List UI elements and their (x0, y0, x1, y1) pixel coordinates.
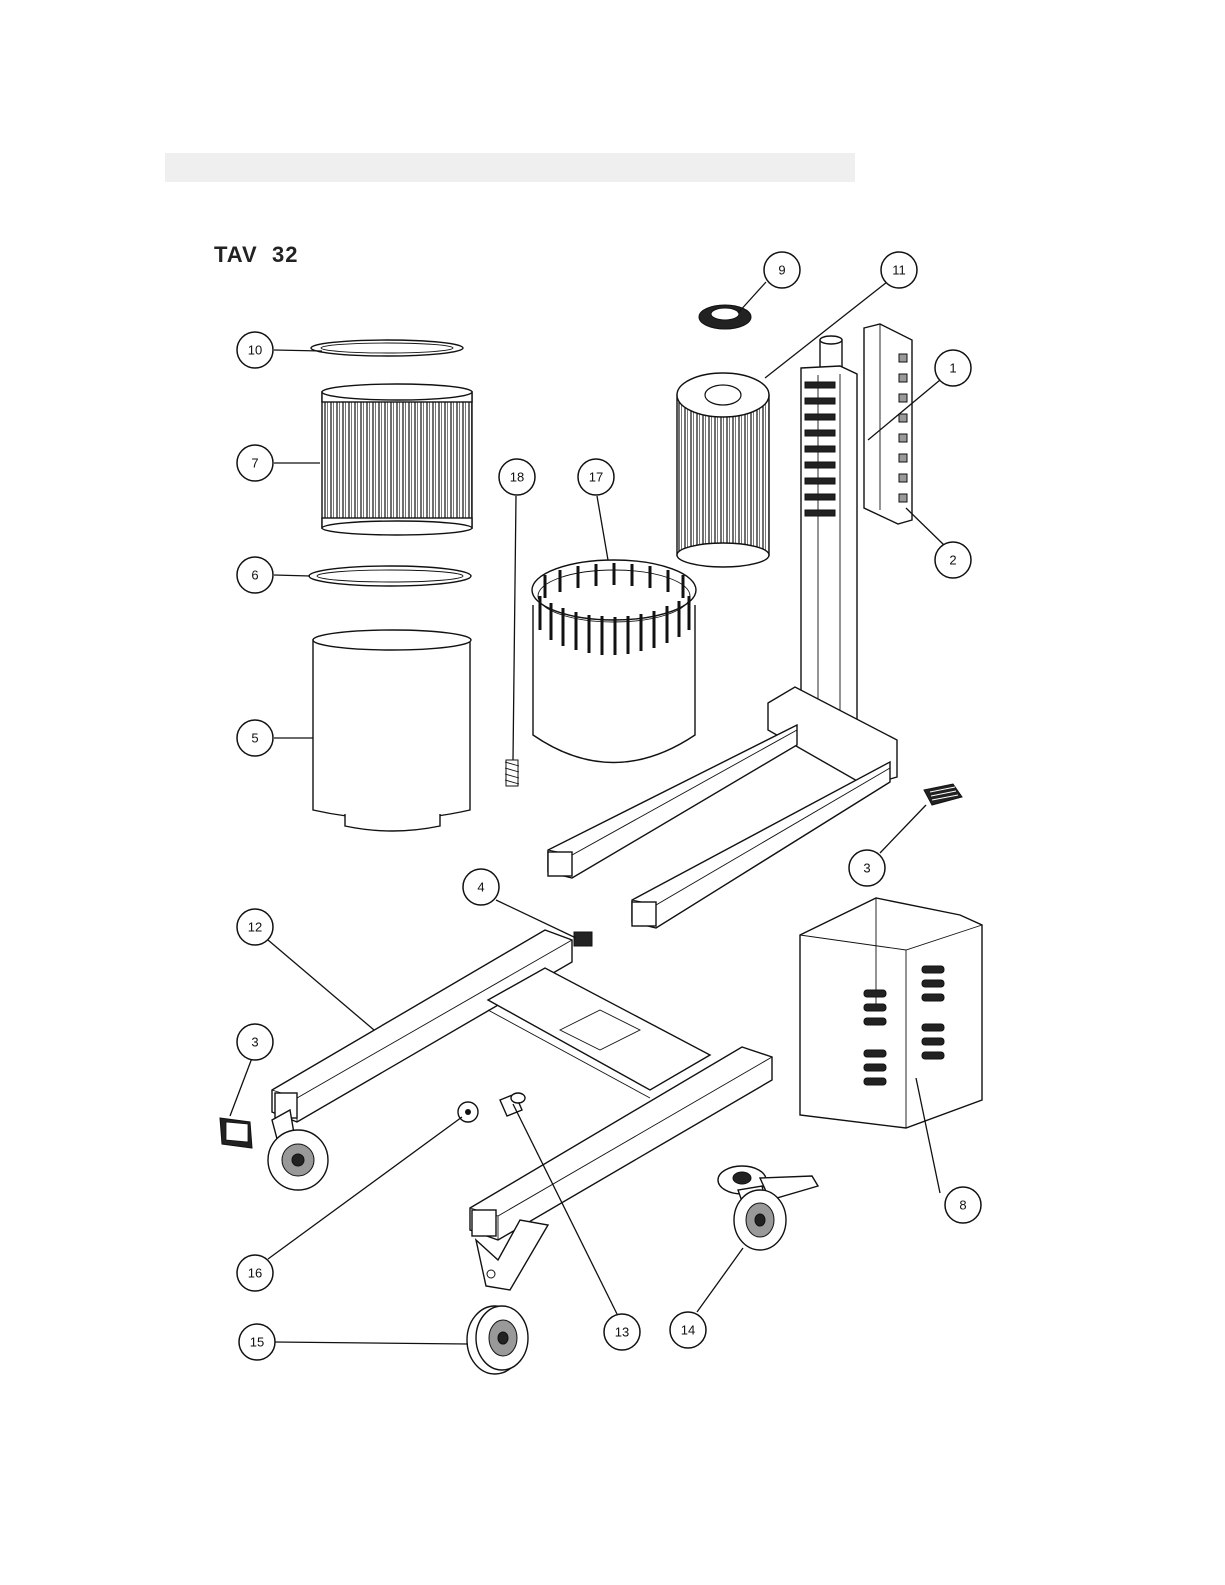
callout-11: 11 (881, 252, 917, 288)
callout-3b: 3 (237, 1024, 273, 1060)
callout-label: 10 (248, 343, 262, 358)
callout-7: 7 (237, 445, 273, 481)
callout-label: 15 (250, 1335, 264, 1350)
part-7-cartridge-filter (322, 384, 472, 535)
callout-3a: 3 (849, 850, 885, 886)
part-13-axle-pin (500, 1093, 525, 1116)
callout-16: 16 (237, 1255, 273, 1291)
callout-label: 13 (615, 1325, 629, 1340)
part-17-slotted-cylinder (532, 560, 696, 763)
callout-13: 13 (604, 1314, 640, 1350)
callout-label: 11 (892, 263, 906, 278)
part-3-end-cap-right (924, 784, 962, 805)
callout-18: 18 (499, 459, 535, 495)
part-10-gasket (311, 340, 463, 356)
callout-label: 3 (251, 1035, 258, 1050)
callout-label: 12 (248, 920, 262, 935)
part-5-drum (313, 630, 471, 831)
callout-12: 12 (237, 909, 273, 945)
callout-4: 4 (463, 869, 499, 905)
part-8-basket (800, 898, 982, 1128)
callout-label: 18 (510, 470, 524, 485)
callout-17: 17 (578, 459, 614, 495)
callout-label: 4 (477, 880, 484, 895)
part-15-wheel (467, 1306, 528, 1374)
callout-label: 2 (949, 553, 956, 568)
callout-2: 2 (935, 542, 971, 578)
callout-8: 8 (945, 1187, 981, 1223)
part-18-spring (505, 760, 519, 786)
callout-label: 9 (778, 263, 785, 278)
part-14-swivel-caster (718, 1166, 818, 1250)
part-6-ring (309, 566, 471, 586)
callout-6: 6 (237, 557, 273, 593)
callout-label: 6 (251, 568, 258, 583)
callout-9: 9 (764, 252, 800, 288)
callout-label: 5 (251, 731, 258, 746)
callout-15: 15 (239, 1324, 275, 1360)
callout-label: 8 (959, 1198, 966, 1213)
callout-5: 5 (237, 720, 273, 756)
callout-14: 14 (670, 1312, 706, 1348)
part-4-cap (574, 932, 592, 946)
callout-label: 1 (949, 361, 956, 376)
part-9-nut (699, 305, 751, 329)
part-16-washer (458, 1102, 478, 1122)
callout-10: 10 (237, 332, 273, 368)
callout-label: 14 (681, 1323, 695, 1338)
part-3-end-cap-left (220, 1118, 252, 1148)
callout-1: 1 (935, 350, 971, 386)
callout-label: 16 (248, 1266, 262, 1281)
callout-label: 7 (251, 456, 258, 471)
callout-label: 3 (863, 861, 870, 876)
part-1-column (801, 336, 857, 748)
callout-label: 17 (589, 470, 603, 485)
part-11-filter (677, 373, 769, 567)
part-12-lower-frame (272, 930, 772, 1240)
